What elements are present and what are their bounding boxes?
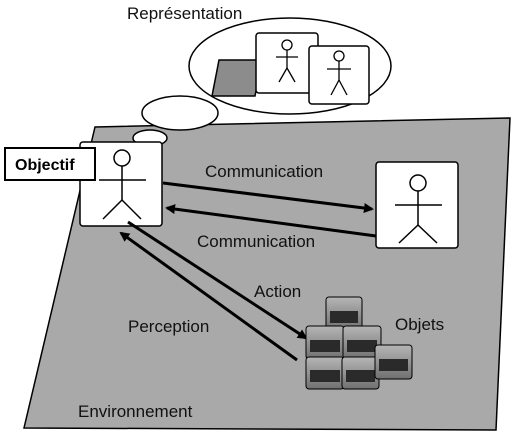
communication-in-label: Communication <box>197 232 315 251</box>
stick-figure-icon <box>327 50 351 96</box>
agent-card-left <box>79 141 163 227</box>
crate-icon <box>305 356 345 390</box>
crate-icon <box>305 325 345 360</box>
objects-label: Objets <box>395 315 444 334</box>
crate-icon <box>374 344 413 380</box>
perception-label: Perception <box>128 317 209 336</box>
action-arrow <box>127 220 308 340</box>
communication-arrow-out <box>162 181 374 213</box>
representation-label: Représentation <box>127 4 242 23</box>
crate-icon <box>325 296 363 331</box>
communication-out-label: Communication <box>205 162 323 181</box>
objects-stack <box>305 296 413 390</box>
thought-bubble-medium <box>141 95 219 131</box>
perception-arrow <box>119 231 298 362</box>
environment-label: Environnement <box>78 402 193 421</box>
representation-agent-card-1 <box>255 32 319 94</box>
stick-figure-icon <box>276 39 298 83</box>
agent-card-right <box>375 161 459 249</box>
stick-figure-icon <box>99 149 146 220</box>
objective-box <box>4 147 96 181</box>
objective-label: Objectif <box>15 157 75 174</box>
action-label: Action <box>254 282 301 301</box>
crate-icon <box>342 325 382 360</box>
representation-agent-card-2 <box>308 45 370 105</box>
communication-arrow-in <box>165 204 377 238</box>
slate-icon <box>211 59 263 97</box>
crate-icon <box>341 356 380 390</box>
stick-figure-icon <box>395 174 442 244</box>
